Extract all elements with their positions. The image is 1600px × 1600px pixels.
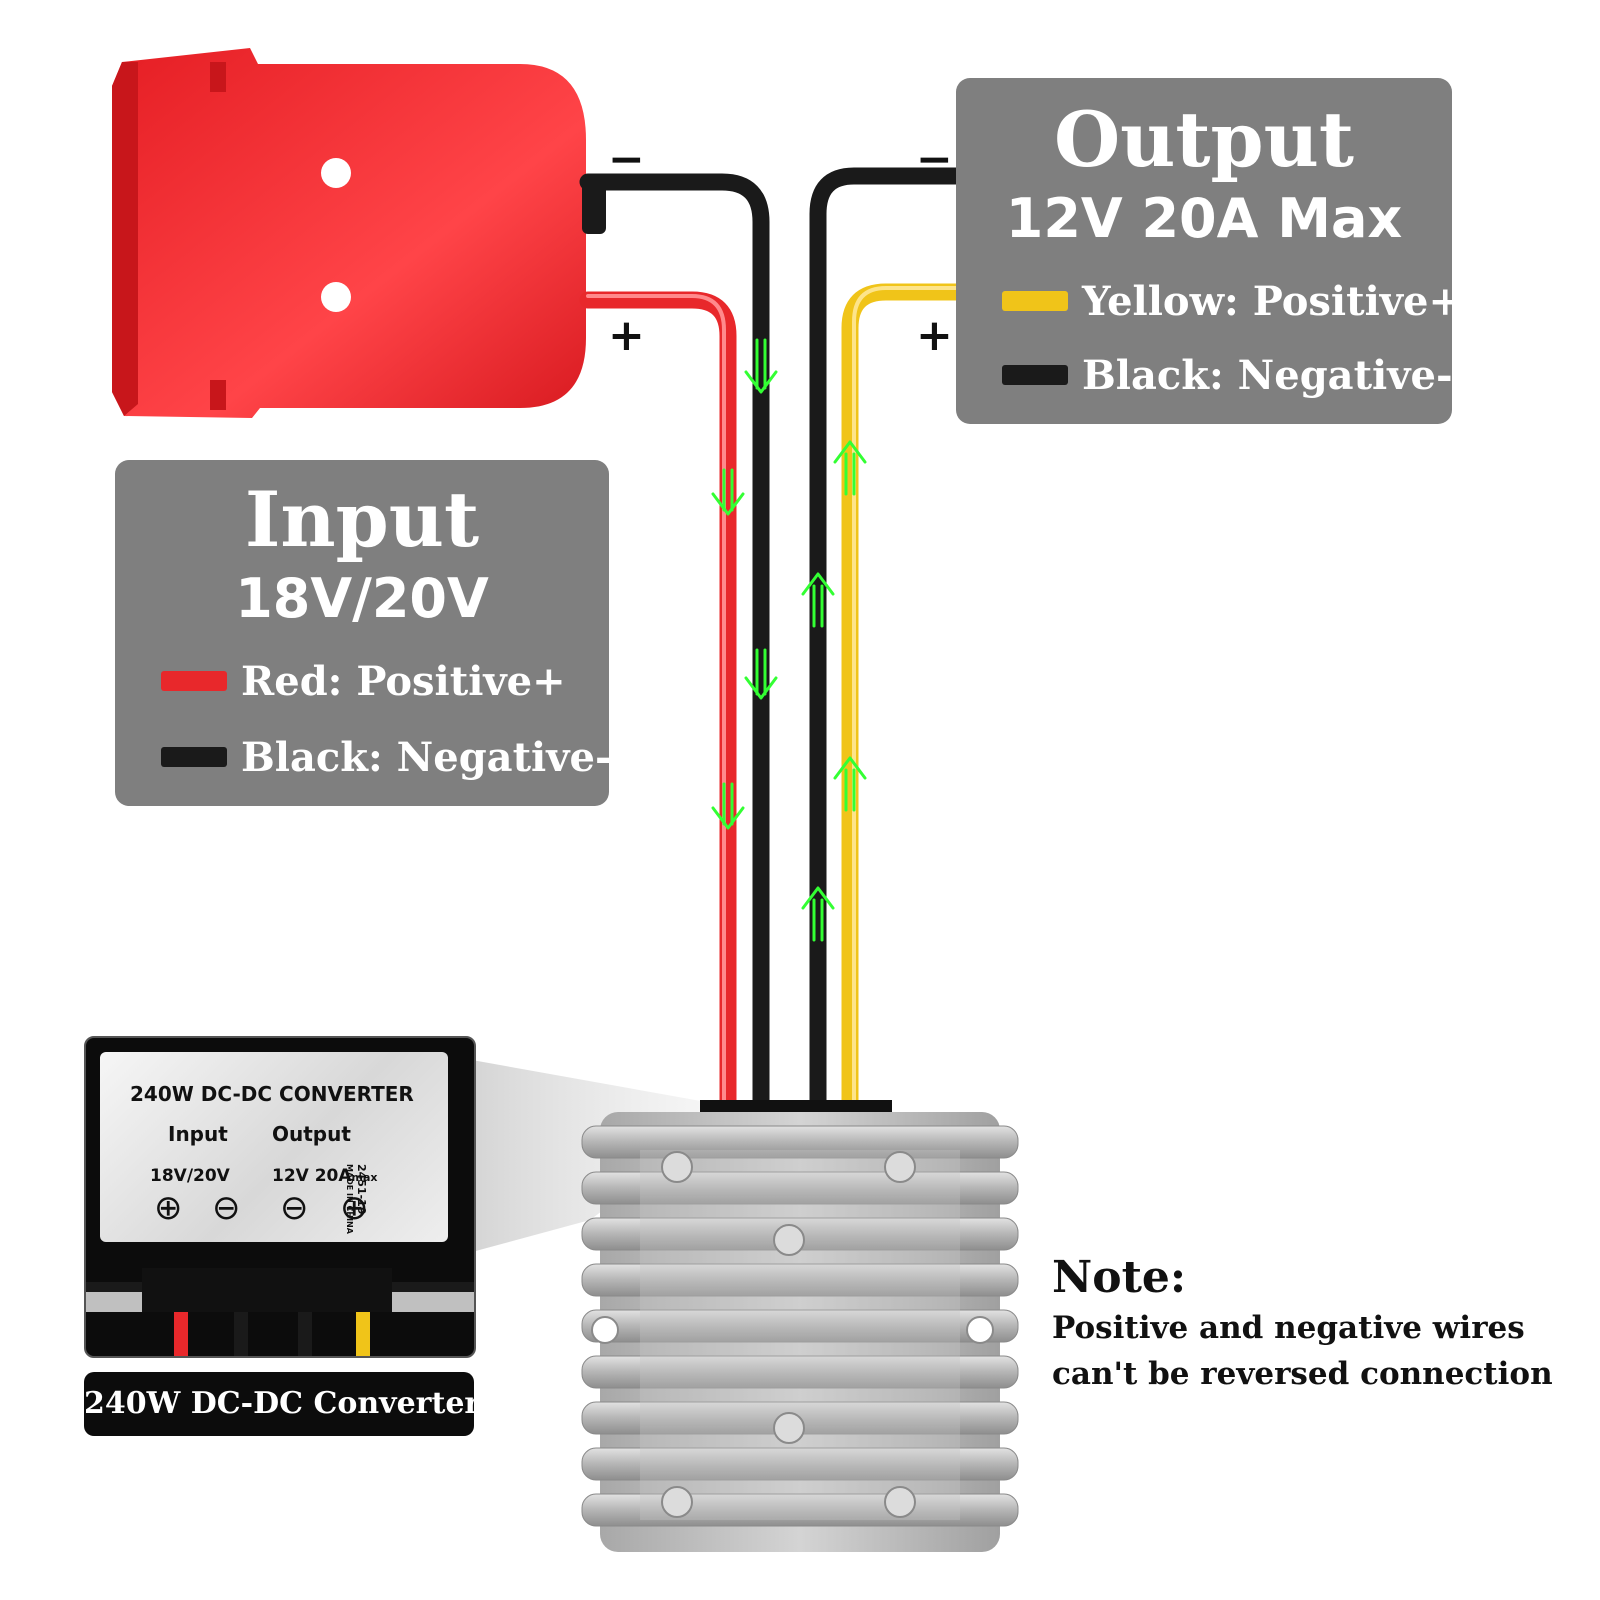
label-model: 2451-19 — [355, 1164, 368, 1215]
black-wire-swatch — [161, 747, 227, 767]
flow-arrow-up — [801, 886, 835, 942]
output-negative-terminal-icon: ⊖ — [280, 1188, 309, 1228]
output-spec: 12V 20A Max — [1005, 187, 1403, 250]
output-positive-label: + — [916, 310, 953, 361]
flow-arrow-up — [833, 440, 867, 496]
converter-caption: 240W DC-DC Converter — [84, 1372, 480, 1436]
legend-label: Black: Negative- — [1082, 351, 1453, 399]
output-negative-label: − — [916, 134, 953, 185]
label-output-rating-suffix: max — [351, 1171, 378, 1184]
flow-arrow-down — [711, 782, 745, 830]
output-positive-wire — [841, 283, 965, 1119]
label-output-rating-value: 12V 20A — [272, 1166, 352, 1186]
input-positive-wire — [579, 291, 737, 1119]
legend-label: Red: Positive+ — [241, 657, 566, 705]
input-positive-wire-highlight — [586, 294, 726, 1112]
output-info-panel: Output 12V 20A Max Yellow: Positive+ Bla… — [956, 78, 1462, 424]
legend-black-negative: Black: Negative- — [161, 732, 612, 782]
black-wire-swatch — [1002, 365, 1068, 385]
converter-screws — [661, 1151, 916, 1518]
output-positive-terminal-icon: ⊕ — [340, 1188, 369, 1228]
dc-dc-converter — [581, 1100, 1019, 1552]
mounting-hole — [321, 158, 351, 188]
input-positive-terminal-icon: ⊕ — [154, 1188, 183, 1228]
label-title: 240W DC-DC CONVERTER — [130, 1082, 414, 1106]
input-spec: 18V/20V — [235, 567, 489, 630]
converter-zoom-wires — [86, 1268, 474, 1356]
converter-label-plate: 240W DC-DC CONVERTER Input Output 18V/20… — [100, 1052, 448, 1242]
input-title: Input — [244, 475, 480, 564]
note-line: Positive and negative wires — [1052, 1310, 1525, 1346]
yellow-wire-swatch — [1002, 291, 1068, 311]
input-negative-wire — [579, 173, 770, 1119]
flow-arrow-down — [711, 468, 745, 516]
input-negative-terminal-icon: ⊖ — [212, 1188, 241, 1228]
legend-yellow-positive: Yellow: Positive+ — [1002, 276, 1462, 326]
legend-black-negative: Black: Negative- — [1002, 350, 1453, 400]
legend-red-positive: Red: Positive+ — [161, 656, 566, 706]
note-line: can't be reversed connection — [1052, 1356, 1553, 1392]
output-title: Output — [1053, 95, 1355, 184]
label-output-heading: Output — [272, 1122, 351, 1146]
input-positive-label: + — [608, 310, 645, 361]
battery-adapter — [112, 48, 606, 418]
label-input-rating: 18V/20V — [150, 1166, 230, 1186]
label-input-heading: Input — [168, 1122, 228, 1146]
mounting-hole — [321, 282, 351, 312]
converter-mount-hole — [966, 1316, 994, 1344]
label-origin: MADE IN CHINA — [345, 1164, 354, 1234]
flow-arrow-down — [744, 648, 778, 700]
flow-arrows — [711, 338, 867, 942]
input-negative-label: − — [608, 134, 645, 185]
label-output-rating: 12V 20Amax — [272, 1166, 378, 1186]
flow-arrow-down — [744, 338, 778, 394]
flow-arrow-up — [801, 572, 835, 628]
legend-label: Yellow: Positive+ — [1082, 277, 1462, 325]
wires — [579, 167, 965, 1119]
note-title: Note: — [1052, 1252, 1187, 1303]
converter-mount-hole — [591, 1316, 619, 1344]
output-positive-wire-highlight — [852, 286, 958, 1112]
flow-arrow-up — [833, 756, 867, 812]
red-wire-swatch — [161, 671, 227, 691]
converter-label-zoom: 240W DC-DC CONVERTER Input Output 18V/20… — [84, 1036, 476, 1358]
input-info-panel: Input 18V/20V Red: Positive+ Black: Nega… — [115, 460, 612, 806]
legend-label: Black: Negative- — [241, 733, 612, 781]
output-negative-wire — [809, 167, 965, 1119]
